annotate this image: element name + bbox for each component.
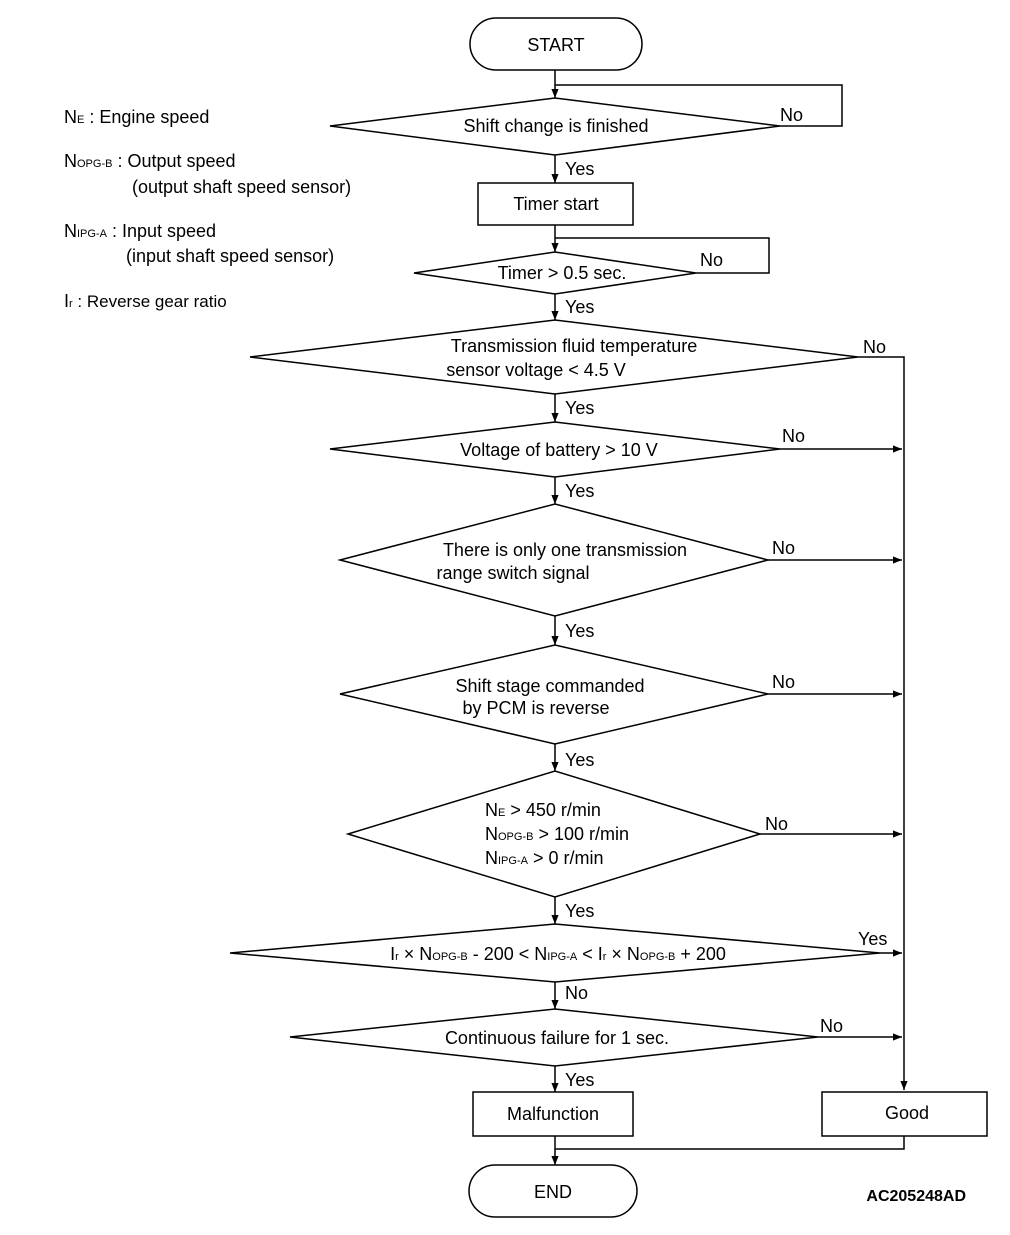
legend-input-speed-note: (input shaft speed sensor)	[126, 246, 334, 266]
range-switch-label-1: There is only one transmission	[443, 540, 687, 560]
yes-label-battery: Yes	[565, 481, 594, 501]
start-label: START	[527, 35, 584, 55]
end-terminal: END	[468, 1164, 638, 1218]
speed-cond-ne: NE > 450 r/min	[485, 800, 601, 820]
timer-start-label: Timer start	[513, 194, 598, 214]
decision-continuous-failure: Continuous failure for 1 sec.	[289, 1008, 819, 1067]
yes-label-range: Yes	[565, 621, 594, 641]
yes-label-stage: Yes	[565, 750, 594, 770]
decision-range-switch: There is only one transmission range swi…	[337, 503, 771, 617]
shift-stage-label-2: by PCM is reverse	[462, 698, 609, 718]
no-label-speed: No	[765, 814, 788, 834]
no-label-stage: No	[772, 672, 795, 692]
malfunction-label: Malfunction	[507, 1104, 599, 1124]
connector-good-end	[555, 1136, 905, 1150]
legend-reverse-gear-ratio: Ir : Reverse gear ratio	[64, 291, 227, 311]
legend-output-speed-note: (output shaft speed sensor)	[132, 177, 351, 197]
branch-labels: No Yes No Yes No Yes No Yes No Yes No Ye…	[565, 105, 887, 1090]
fluid-temp-label-2: sensor voltage < 4.5 V	[446, 360, 626, 380]
yes-label-continuous: Yes	[565, 1070, 594, 1090]
decision-shift-finished: Shift change is finished	[329, 97, 781, 156]
battery-label: Voltage of battery > 10 V	[460, 440, 658, 460]
yes-label-timer: Yes	[565, 297, 594, 317]
yes-label-speed: Yes	[565, 901, 594, 921]
no-label-battery: No	[782, 426, 805, 446]
no-label-shift: No	[780, 105, 803, 125]
connector-collector-good	[858, 356, 908, 1090]
good-label: Good	[885, 1103, 929, 1123]
decision-shift-stage: Shift stage commanded by PCM is reverse	[339, 644, 769, 745]
yes-label-shift: Yes	[565, 159, 594, 179]
continuous-label: Continuous failure for 1 sec.	[445, 1028, 669, 1048]
connector-shift-no-loop	[555, 84, 843, 127]
yes-label-fluid: Yes	[565, 398, 594, 418]
connectors	[551, 70, 908, 1165]
decision-timer: Timer > 0.5 sec.	[413, 251, 697, 295]
shift-finished-label: Shift change is finished	[463, 116, 648, 136]
decision-battery: Voltage of battery > 10 V	[329, 421, 781, 478]
no-label-range: No	[772, 538, 795, 558]
start-terminal: START	[469, 17, 643, 71]
process-timer-start: Timer start	[477, 182, 634, 226]
speed-cond-nopgb: NOPG-B > 100 r/min	[485, 824, 629, 844]
range-switch-label-2: range switch signal	[436, 563, 589, 583]
decision-fluid-temp: Transmission fluid temperature sensor vo…	[249, 319, 859, 395]
end-label: END	[534, 1182, 572, 1202]
legend-input-speed: NIPG-A : Input speed	[64, 221, 216, 241]
timer-cond-label: Timer > 0.5 sec.	[498, 263, 627, 283]
no-label-timer: No	[700, 250, 723, 270]
ratio-cond-label: Ir × NOPG-B - 200 < NIPG-A < Ir × NOPG-B…	[390, 944, 726, 964]
fluid-temp-label-1: Transmission fluid temperature	[451, 336, 697, 356]
speed-cond-nipga: NIPG-A > 0 r/min	[485, 848, 603, 868]
no-label-continuous: No	[820, 1016, 843, 1036]
no-label-fluid: No	[863, 337, 886, 357]
legend-output-speed: NOPG-B : Output speed	[64, 151, 236, 171]
decision-speed-conditions: NE > 450 r/min NOPG-B > 100 r/min NIPG-A…	[345, 770, 763, 898]
shift-stage-label-1: Shift stage commanded	[455, 676, 644, 696]
connector-timer-no-loop	[555, 237, 770, 274]
legend-engine-speed: NE : Engine speed	[64, 107, 209, 127]
yes-label-ratio: Yes	[858, 929, 887, 949]
legend: NE : Engine speed NOPG-B : Output speed …	[64, 107, 351, 311]
no-label-ratio: No	[565, 983, 588, 1003]
process-good: Good	[821, 1091, 988, 1137]
figure-code: AC205248AD	[866, 1188, 966, 1205]
decision-ratio: Ir × NOPG-B - 200 < NIPG-A < Ir × NOPG-B…	[229, 923, 881, 983]
process-malfunction: Malfunction	[472, 1091, 634, 1137]
